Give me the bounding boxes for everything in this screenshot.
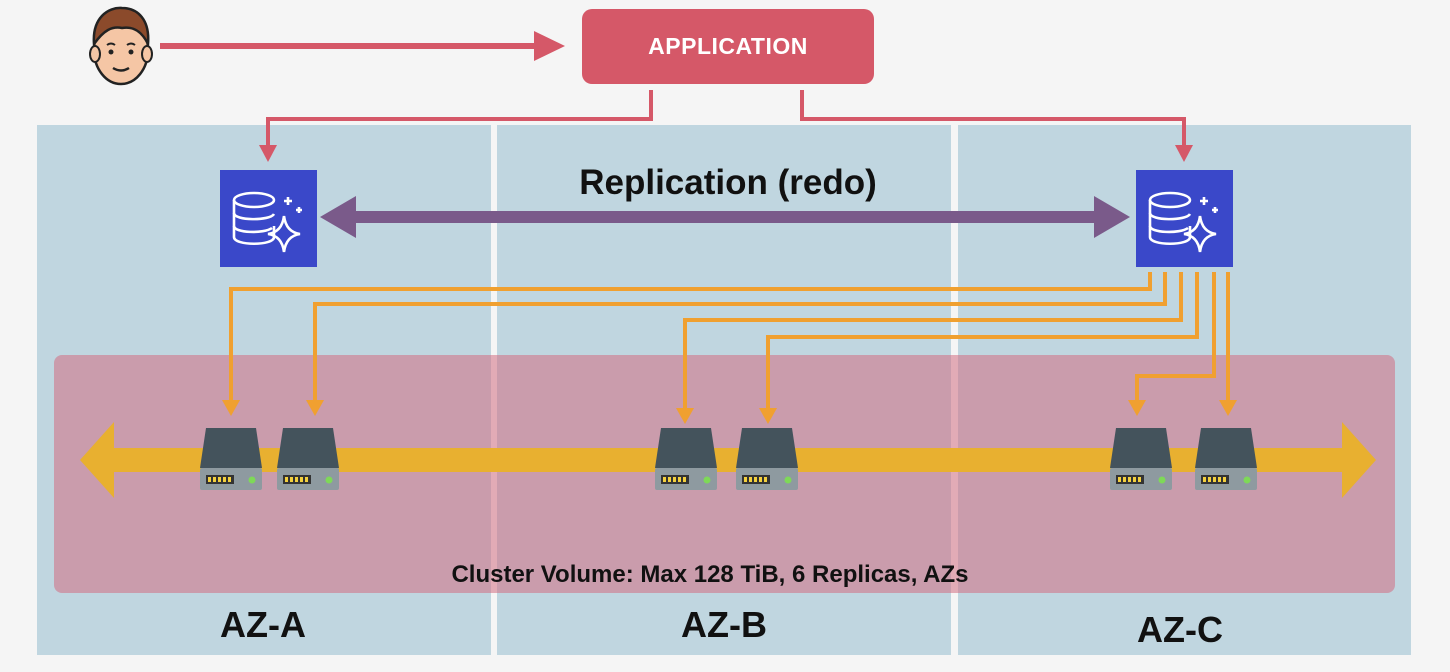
storage-disk-icon [1110, 428, 1172, 490]
aurora-db-instance-icon [220, 170, 317, 267]
storage-disk-icon [200, 428, 262, 490]
storage-write-arrowheads [222, 400, 1237, 424]
az-label-c: AZ-C [1137, 609, 1223, 650]
user-avatar-icon [86, 4, 156, 90]
replication-label: Replication (redo) [579, 163, 877, 202]
user-request-arrow [160, 31, 565, 61]
application-label: APPLICATION [648, 33, 808, 59]
az-label-b: AZ-B [681, 604, 767, 645]
storage-write-lines [229, 272, 1230, 410]
cluster-volume-label: Cluster Volume: Max 128 TiB, 6 Replicas,… [451, 561, 969, 588]
storage-disk-icon [736, 428, 798, 490]
aurora-db-instance-icon [1136, 170, 1233, 267]
app-to-primary-arrow [266, 90, 653, 150]
storage-disk-icon [1195, 428, 1257, 490]
app-to-replica-arrow [800, 90, 1186, 150]
cluster-volume-arrow [80, 422, 1376, 498]
replication-arrow [320, 196, 1130, 238]
application-box: APPLICATION [582, 9, 874, 84]
az-label-a: AZ-A [220, 604, 306, 645]
storage-disk-icon [655, 428, 717, 490]
storage-disk-icon [277, 428, 339, 490]
